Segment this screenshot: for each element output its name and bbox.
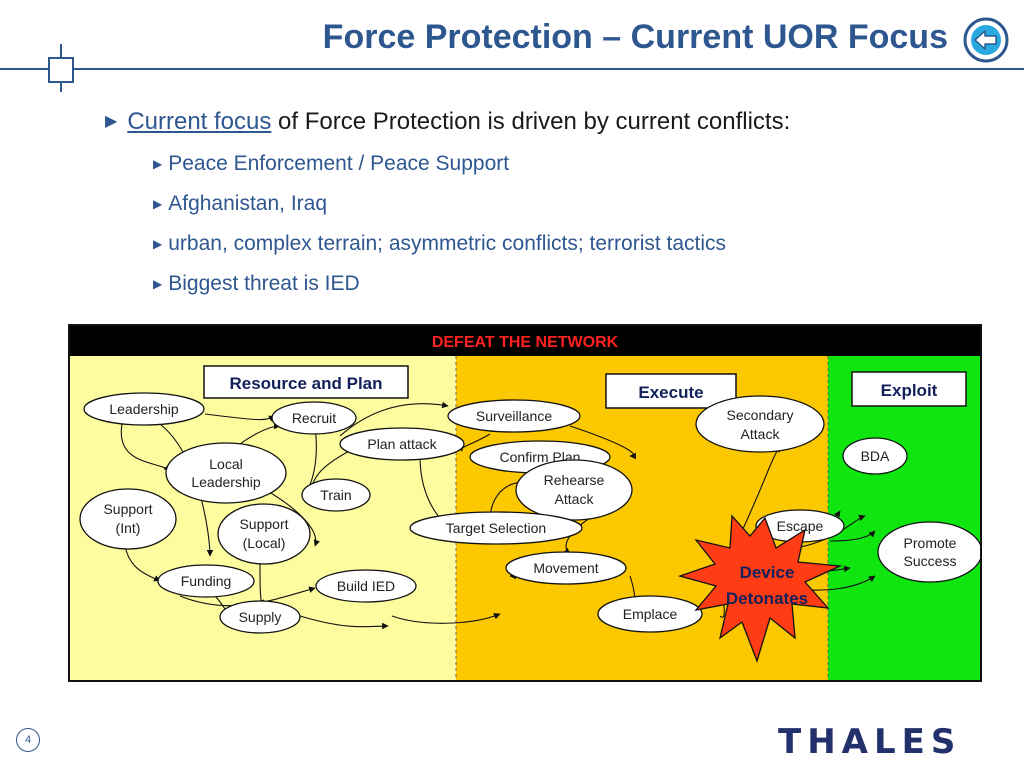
zone-label-resource-plan: Resource and Plan (229, 374, 382, 393)
sub-bullet: ▶Biggest threat is IED (153, 272, 360, 295)
svg-text:Support: Support (239, 516, 288, 532)
exploit-zone (828, 356, 980, 680)
svg-text:Plan attack: Plan attack (367, 436, 437, 452)
svg-text:Attack: Attack (741, 426, 781, 442)
svg-text:(Int): (Int) (116, 520, 141, 536)
node-supply: Supply (219, 600, 301, 634)
svg-text:Funding: Funding (181, 573, 232, 589)
sub-bullet: ▶Afghanistan, Iraq (153, 192, 328, 215)
node-emplace: Emplace (597, 595, 703, 633)
svg-text:Supply: Supply (239, 609, 282, 625)
node-funding: Funding (157, 564, 255, 598)
node-train: Train (301, 478, 371, 512)
svg-text:Train: Train (320, 487, 351, 503)
crosshair-box-decoration (48, 57, 74, 83)
node-movement: Movement (505, 551, 627, 585)
sub-bullet: ▶urban, complex terrain; asymmetric conf… (153, 232, 727, 255)
bullet-main-text: of Force Protection is driven by current… (271, 108, 791, 135)
svg-text:Build IED: Build IED (337, 578, 395, 594)
bullet-main: ▶ Current focus of Force Protection is dr… (105, 108, 790, 136)
svg-text:Attack: Attack (555, 491, 595, 507)
thales-logo: THALES (778, 722, 962, 762)
device-detonates-burst: Device Detonates (677, 514, 843, 664)
sub-bullet: ▶Peace Enforcement / Peace Support (153, 152, 510, 175)
svg-text:Target Selection: Target Selection (446, 520, 546, 536)
node-rehearse-attack: Rehearse Attack (515, 459, 633, 521)
svg-text:Rehearse: Rehearse (544, 472, 605, 488)
back-arrow-icon[interactable] (963, 17, 1009, 63)
svg-text:Escape: Escape (777, 518, 824, 534)
node-secondary-attack: Secondary Attack (695, 395, 825, 453)
bullet-main-emphasis: Current focus (127, 108, 272, 135)
node-bda: BDA (842, 437, 908, 475)
page-number: 4 (16, 728, 40, 752)
slide-title: Force Protection – Current UOR Focus (322, 18, 948, 56)
zone-label-execute: Execute (638, 383, 703, 402)
node-promote-success: Promote Success (877, 521, 980, 583)
node-target-selection: Target Selection (409, 511, 583, 545)
node-build-ied: Build IED (315, 569, 417, 603)
node-local-leadership: Local Leadership (165, 442, 287, 504)
sub-bullet-arrow-icon: ▶ (153, 157, 163, 171)
diagram-header-bar (70, 326, 980, 356)
svg-text:Device: Device (740, 563, 795, 582)
zone-label-exploit: Exploit (881, 381, 938, 400)
node-plan-attack: Plan attack (339, 427, 465, 461)
svg-text:Secondary: Secondary (727, 407, 794, 423)
svg-text:BDA: BDA (861, 448, 890, 464)
svg-text:Leadership: Leadership (109, 401, 178, 417)
node-leadership: Leadership (83, 392, 205, 426)
title-underline (0, 68, 1024, 70)
node-support-int: Support (Int) (79, 488, 177, 550)
node-surveillance: Surveillance (447, 399, 581, 433)
svg-text:Leadership: Leadership (191, 474, 260, 490)
svg-text:Promote: Promote (904, 535, 957, 551)
svg-text:Success: Success (904, 553, 957, 569)
sub-bullet-arrow-icon: ▶ (153, 277, 163, 291)
svg-text:Detonates: Detonates (726, 589, 808, 608)
svg-text:(Local): (Local) (243, 535, 286, 551)
svg-text:Movement: Movement (533, 560, 598, 576)
defeat-network-diagram: DEFEAT THE NETWORK Resource and Plan Exe… (68, 324, 982, 682)
bullet-arrow-icon: ▶ (105, 113, 118, 130)
svg-text:Emplace: Emplace (623, 606, 678, 622)
svg-text:Local: Local (209, 456, 242, 472)
sub-bullet-arrow-icon: ▶ (153, 237, 163, 251)
node-support-local: Support (Local) (217, 503, 311, 565)
diagram-header: DEFEAT THE NETWORK (432, 334, 619, 351)
svg-text:Support: Support (103, 501, 152, 517)
sub-bullet-arrow-icon: ▶ (153, 197, 163, 211)
svg-text:Surveillance: Surveillance (476, 408, 552, 424)
node-recruit: Recruit (271, 401, 357, 435)
svg-text:Recruit: Recruit (292, 410, 336, 426)
